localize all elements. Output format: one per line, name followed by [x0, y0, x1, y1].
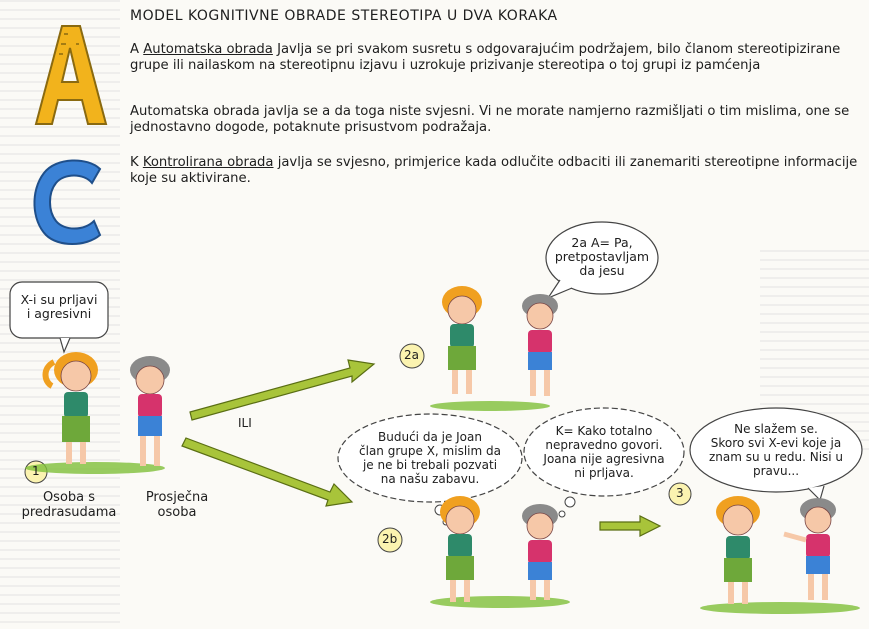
bubble-step2b-boy-line: K= Kako totalno	[555, 424, 653, 438]
grass-2a	[430, 401, 550, 411]
bubble-step2b-girl-line: član grupe X, mislim da	[359, 444, 501, 458]
bubble-step3-line: pravu...	[752, 464, 800, 478]
bubble-step1	[9, 281, 109, 354]
bubble-step3-text: Ne slažem se. Skoro svi X-evi koje ja zn…	[694, 422, 858, 478]
arrow-to-3	[599, 515, 662, 537]
automatic-processing-paragraph: A Automatska obrada Javlja se pri svakom…	[130, 42, 860, 73]
boy-figure-3	[783, 498, 836, 600]
section-k-prefix: K	[130, 155, 143, 170]
letter-c-icon	[33, 159, 102, 245]
automatic-processing-paragraph-2: Automatska obrada javlja se a da toga ni…	[130, 104, 850, 135]
girl-figure-2a	[442, 286, 482, 394]
bubble-step1-text: X-i su prljavi i agresivni	[14, 293, 104, 321]
section-a-prefix: A	[130, 42, 144, 57]
step-label-2b: 2b	[382, 532, 398, 546]
page-title: MODEL KOGNITIVNE OBRADE STEREOTIPA U DVA…	[130, 8, 558, 24]
boy-figure-2b	[522, 504, 558, 600]
step-label-3: 3	[676, 486, 684, 500]
boy-figure-2a	[522, 294, 558, 396]
bubble-step1-line: i agresivni	[26, 306, 92, 321]
caption-prejudiced-person: Osoba s predrasudama	[14, 490, 124, 520]
caption-average-person: Prosječna osoba	[132, 490, 222, 520]
bubble-step2b-boy	[523, 407, 685, 518]
controlled-processing-term: Kontrolirana obrada	[142, 155, 274, 170]
bubble-step2a-line: 2a A= Pa,	[571, 235, 633, 250]
bubble-step3-line: znam su u redu. Nisi u	[708, 450, 844, 464]
bubble-step2b-girl	[337, 413, 523, 526]
automatic-processing-term: Automatska obrada	[143, 42, 273, 57]
bubble-step3-line: Skoro svi X-evi koje ja	[710, 436, 842, 450]
bubble-step2a	[545, 221, 659, 300]
girl-figure-2b	[440, 496, 480, 602]
caption-line: Osoba s	[42, 490, 96, 505]
controlled-processing-text: javlja se svjesno, primjerice kada odluč…	[130, 155, 858, 186]
bubble-step2a-line: da jesu	[579, 263, 625, 278]
bubble-step3-line: Ne slažem se.	[734, 422, 818, 436]
bubble-step2b-girl-line: Budući da je Joan	[378, 430, 482, 444]
bubble-step2a-text: 2a A= Pa, pretpostavljam da jesu	[548, 236, 656, 278]
step-circle-2b	[377, 527, 403, 553]
step-circle-3	[668, 482, 692, 506]
bubble-step2b-girl-text: Budući da je Joan član grupe X, mislim d…	[340, 430, 520, 486]
caption-line: osoba	[157, 505, 197, 520]
bubble-step2b-girl-line: na našu zabavu.	[380, 472, 480, 486]
bubble-step2b-boy-line: Joana nije agresivna	[543, 452, 665, 466]
letter-a-icon	[34, 25, 108, 125]
caption-line: Prosječna	[145, 490, 209, 505]
arrow-to-2a	[189, 359, 376, 421]
step-circle-2a	[399, 343, 425, 369]
bubble-step2b-boy-line: ni prljava.	[574, 466, 634, 480]
controlled-processing-paragraph: K Kontrolirana obrada javlja se svjesno,…	[130, 155, 860, 186]
step-label-1: 1	[32, 464, 40, 478]
boy-figure-1	[130, 356, 170, 466]
or-label: ILI	[238, 416, 252, 430]
girl-figure-3	[716, 496, 760, 604]
bubble-step2b-boy-line: nepravedno govori.	[545, 438, 663, 452]
bubble-step1-line: X-i su prljavi	[20, 292, 98, 307]
bubble-step2a-line: pretpostavljam	[554, 249, 650, 264]
bubble-step2b-boy-text: K= Kako totalno nepravedno govori. Joana…	[528, 424, 680, 480]
girl-figure-1	[42, 352, 98, 464]
grass-3	[700, 602, 860, 614]
caption-line: predrasudama	[21, 505, 117, 520]
automatic-processing-text: Javlja se pri svakom susretu s odgovaraj…	[130, 42, 841, 73]
bubble-step2b-girl-line: je ne bi trebali pozvati	[362, 458, 498, 472]
step-label-2a: 2a	[404, 348, 419, 362]
arrow-to-2b	[181, 437, 354, 507]
grass-1	[25, 462, 165, 474]
